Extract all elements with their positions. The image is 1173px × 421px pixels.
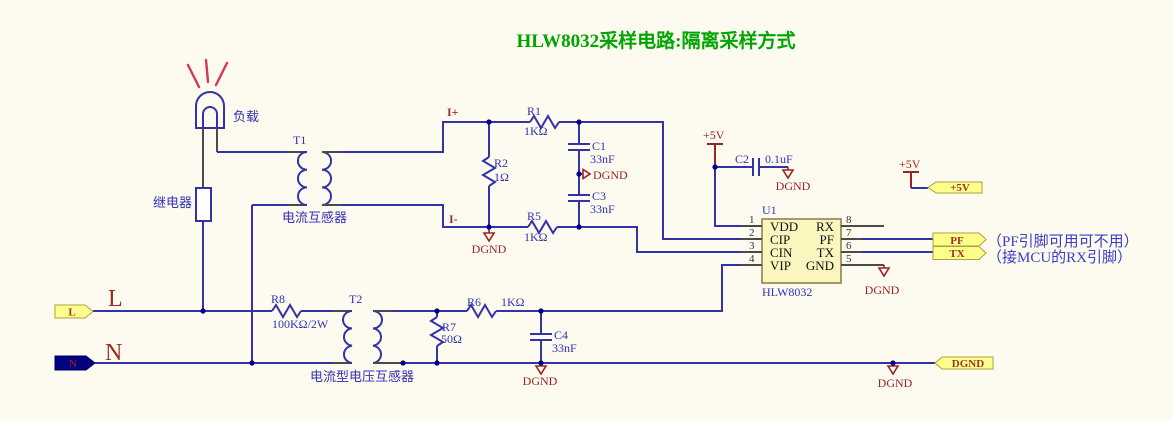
c4-value: 33nF (552, 341, 577, 355)
wire-r6-to-vip (496, 264, 741, 312)
c3-value: 33nF (590, 202, 615, 216)
r5-designator: R5 (527, 209, 541, 223)
port-n (54, 355, 96, 371)
u1-pin-num-2: 2 (749, 227, 755, 239)
transformer-t1 (217, 151, 342, 206)
dgnd-label-c4: DGND (523, 374, 558, 388)
r5-value: 1KΩ (524, 230, 548, 244)
r2-designator: R2 (494, 156, 508, 170)
wire-r5-to-cin (557, 226, 741, 253)
wire-i-minus (342, 204, 528, 228)
r6-designator: R6 (467, 295, 481, 309)
resistor-r1 (529, 114, 560, 130)
t1-designator: T1 (293, 133, 306, 147)
t1-label: 电流互感器 (282, 210, 347, 225)
r7-designator: R7 (442, 320, 456, 334)
u1-pin-name-pf: PF (820, 232, 834, 247)
vcc-symbol-right (903, 171, 919, 188)
capacitor-c1 (568, 122, 590, 174)
dgnd-symbol-pin5 (877, 265, 891, 278)
t2-label: 电流型电压互感器 (310, 369, 414, 384)
resistor-r5 (527, 219, 558, 235)
port-n-label: N (69, 358, 77, 370)
port-tx (932, 246, 987, 260)
u1-pin-name-vip: VIP (770, 258, 791, 273)
junction-dots (200, 119, 896, 366)
transformer-t2 (332, 310, 403, 364)
page-title: HLW8032采样电路:隔离采样方式 (516, 29, 795, 52)
u1-pin-name-rx: RX (816, 219, 835, 234)
r7-value: 50Ω (441, 332, 462, 346)
pf-note: （PF引脚可用可不用） (987, 233, 1139, 250)
u1-part-number: HLW8032 (762, 285, 812, 299)
u1-pin-name-cip: CIP (770, 232, 790, 247)
capacitor-c3 (568, 174, 590, 227)
wire-vcc-to-vdd (714, 167, 741, 227)
rx-note: （接MCU的RX引脚） (987, 249, 1132, 266)
port-vcc-label: +5V (950, 182, 970, 194)
u1-designator: U1 (762, 203, 777, 217)
net-label-l: L (108, 286, 123, 312)
u1-chip-body (761, 218, 842, 284)
c2-value: 0.1uF (765, 152, 793, 166)
wire-r1-to-cip (559, 121, 741, 240)
c1-value: 33nF (590, 152, 615, 166)
net-label-i-minus: I- (449, 212, 458, 226)
port-l (54, 304, 94, 319)
r2-value: 1Ω (494, 170, 509, 184)
port-pf (932, 232, 987, 247)
u1-pin-num-1: 1 (749, 214, 755, 226)
dgnd-label-pin5: DGND (865, 283, 900, 297)
dgnd-label-r2: DGND (472, 242, 507, 256)
u1-pin-name-vdd: VDD (770, 219, 798, 234)
c2-designator: C2 (735, 152, 749, 166)
c4-designator: C4 (554, 328, 568, 342)
r1-value: 1KΩ (524, 124, 548, 138)
u1-pin-num-3: 3 (749, 240, 755, 252)
u1-pin-num-7: 7 (846, 227, 852, 239)
relay-label: 继电器 (153, 195, 192, 210)
dgnd-label-mid: DGND (593, 168, 628, 182)
resistor-r6 (466, 303, 497, 319)
net-label-n: N (105, 340, 122, 366)
port-tx-label: TX (949, 248, 964, 260)
net-label-i-plus: I+ (447, 105, 459, 119)
load-label: 负载 (233, 109, 259, 124)
wire-i-plus (342, 121, 530, 153)
vcc-label-left: +5V (703, 128, 725, 142)
resistor-r2 (481, 156, 497, 187)
u1-pin-name-cin: CIN (770, 245, 793, 260)
port-dgnd-label: DGND (952, 358, 984, 370)
u1-pin-name-tx: TX (817, 245, 835, 260)
relay-body (195, 187, 212, 222)
capacitor-c2 (715, 158, 788, 176)
u1-pin-num-8: 8 (846, 214, 852, 226)
c1-designator: C1 (592, 139, 606, 153)
port-dgnd (934, 356, 994, 370)
u1-pin-num-6: 6 (846, 240, 852, 252)
u1-pin-name-gnd: GND (806, 258, 834, 273)
dgnd-label-c2: DGND (776, 179, 811, 193)
r1-designator: R1 (527, 104, 541, 118)
port-pf-label: PF (950, 235, 964, 247)
r8-designator: R8 (271, 292, 285, 306)
dgnd-symbol-c2 (781, 167, 795, 180)
u1-pin-num-5: 5 (846, 253, 852, 265)
resistor-r7 (429, 316, 445, 347)
r8-value: 100KΩ/2W (272, 317, 329, 331)
t2-designator: T2 (349, 292, 362, 306)
load-lamp-icon (186, 58, 229, 129)
vcc-label-right: +5V (899, 157, 921, 171)
port-vcc (927, 181, 983, 194)
u1-pin-num-4: 4 (749, 253, 755, 265)
resistor-r8 (271, 303, 302, 319)
capacitor-c4 (530, 311, 552, 363)
port-l-label: L (68, 307, 75, 319)
r6-value: 1KΩ (501, 295, 525, 309)
vcc-symbol-left (707, 143, 723, 167)
c3-designator: C3 (592, 189, 606, 203)
dgnd-label-right: DGND (878, 376, 913, 390)
